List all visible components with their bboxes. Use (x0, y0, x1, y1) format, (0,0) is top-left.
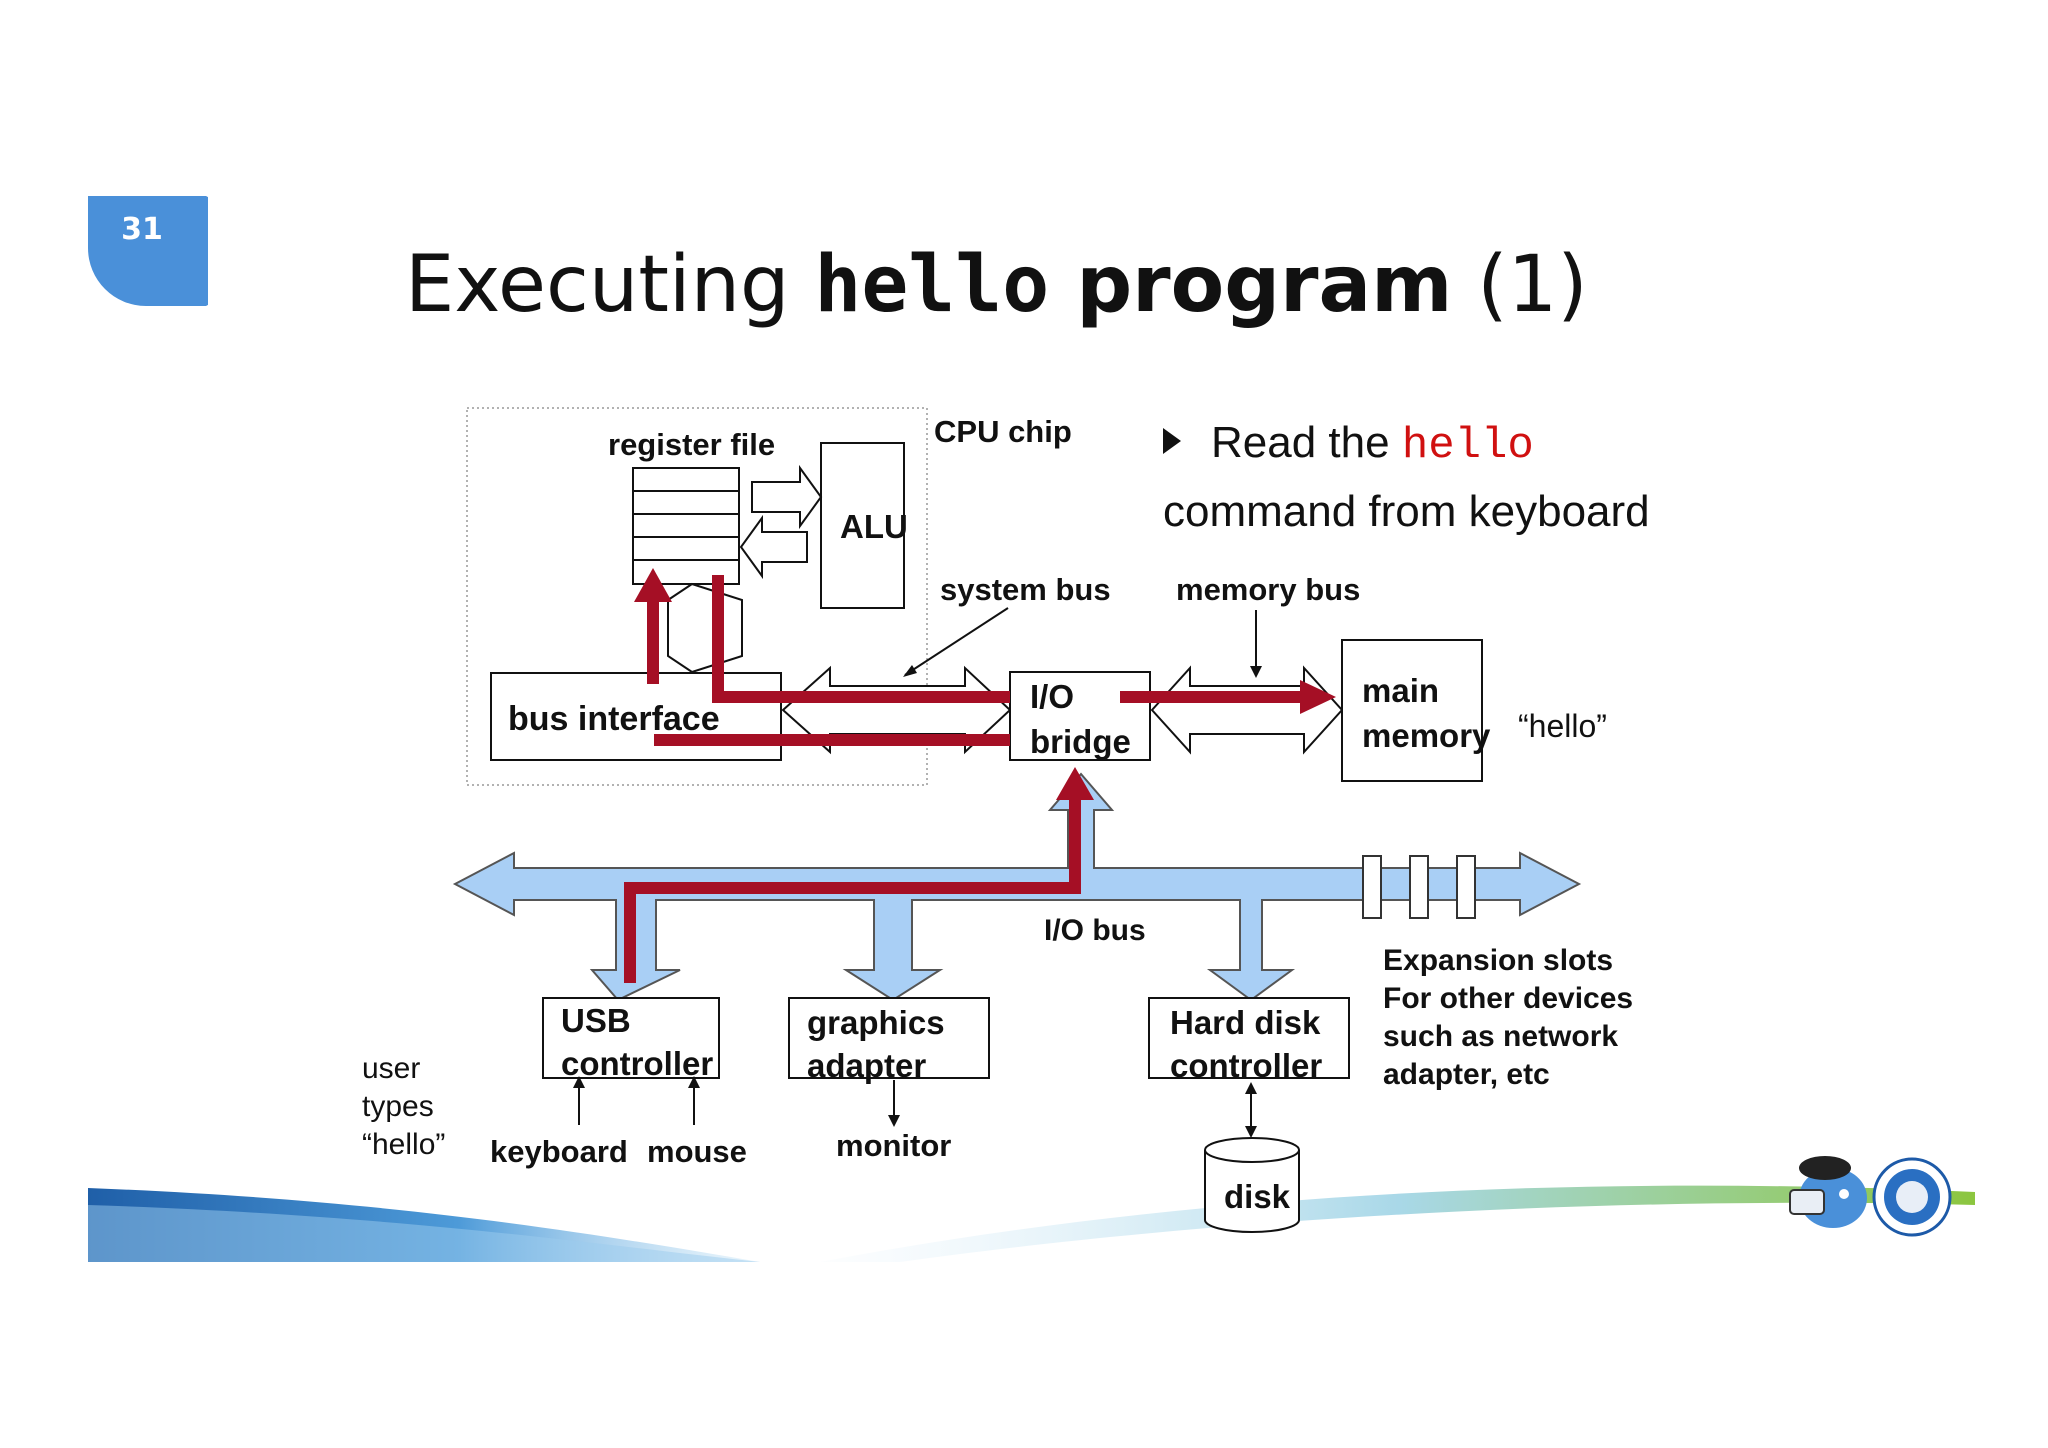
expansion-label-4: adapter, etc (1383, 1058, 1550, 1091)
title-code: hello (814, 240, 1050, 330)
expansion-label-3: such as network (1383, 1020, 1619, 1053)
usb-controller-box (542, 997, 720, 1079)
io-bus-label: I/O bus (1044, 914, 1146, 947)
memory-content-label: “hello” (1518, 708, 1607, 744)
mouse-label: mouse (647, 1134, 747, 1169)
system-bus-pointer (904, 607, 1009, 676)
title-suffix: (1) (1452, 240, 1588, 330)
usb-controller-label-2: controller (561, 1045, 714, 1082)
data-path-arrowheads (634, 568, 1336, 800)
keyboard-label: keyboard (490, 1134, 628, 1169)
bullet-line2: command from keyboard (1163, 487, 1650, 536)
title-bold: program (1049, 240, 1453, 330)
system-bus-label: system bus (940, 572, 1111, 607)
slide-number: 31 (121, 212, 163, 247)
bus-interface-label: bus interface (508, 700, 720, 738)
memory-bus-arrow (1150, 665, 1344, 755)
graphics-adapter-label-2: adapter (807, 1047, 927, 1084)
slide-number-badge: 31 (88, 196, 208, 306)
user-label-2: types (362, 1090, 434, 1123)
alu-box (820, 442, 905, 609)
main-memory-box (1341, 639, 1483, 782)
memory-bus-label: memory bus (1176, 572, 1361, 607)
cpu-chip-label: CPU chip (934, 414, 1072, 449)
main-memory-label-1: main (1362, 672, 1440, 709)
slide-title: Executing hello program (1) (405, 240, 1588, 330)
disk-label: disk (1224, 1178, 1291, 1215)
alu-to-reg-arrow (739, 514, 808, 580)
hard-disk-controller-label-2: controller (1170, 1047, 1323, 1084)
data-path (624, 575, 1305, 983)
expansion-label-2: For other devices (1383, 982, 1634, 1015)
user-label-3: “hello” (362, 1128, 446, 1161)
bullet-triangle-icon (1163, 428, 1181, 455)
io-bridge-box (1009, 671, 1151, 761)
institution-seal (1872, 1157, 1952, 1237)
reg-to-alu-arrow (751, 464, 823, 530)
disk-cylinder (1204, 1137, 1300, 1233)
monitor-label: monitor (836, 1128, 952, 1163)
register-file (632, 467, 740, 585)
main-memory-label-2: memory (1362, 717, 1491, 754)
hard-disk-controller-box (1148, 997, 1350, 1079)
mascot-logo (1789, 1156, 1867, 1228)
cpu-chip-boundary (466, 407, 928, 786)
reg-bus-hollow-arrow (667, 582, 743, 674)
user-label-1: user (362, 1052, 421, 1085)
hard-disk-controller-label-1: Hard disk (1170, 1004, 1321, 1041)
usb-controller-label-1: USB (561, 1002, 631, 1039)
register-file-label: register file (608, 427, 776, 462)
expansion-label-1: Expansion slots (1383, 944, 1614, 977)
footer-wave (88, 1185, 1975, 1262)
bullet-keyword: hello (1401, 421, 1534, 471)
graphics-adapter-box (788, 997, 990, 1079)
io-bridge-label-2: bridge (1030, 723, 1131, 760)
bullet-point: Read the hello command from keyboard (1163, 410, 1650, 545)
bullet-prefix: Read the (1211, 418, 1402, 467)
io-bridge-label-1: I/O (1030, 678, 1075, 715)
title-prefix: Executing (405, 240, 815, 330)
graphics-adapter-label-1: graphics (807, 1004, 945, 1041)
alu-label: ALU (840, 508, 908, 545)
